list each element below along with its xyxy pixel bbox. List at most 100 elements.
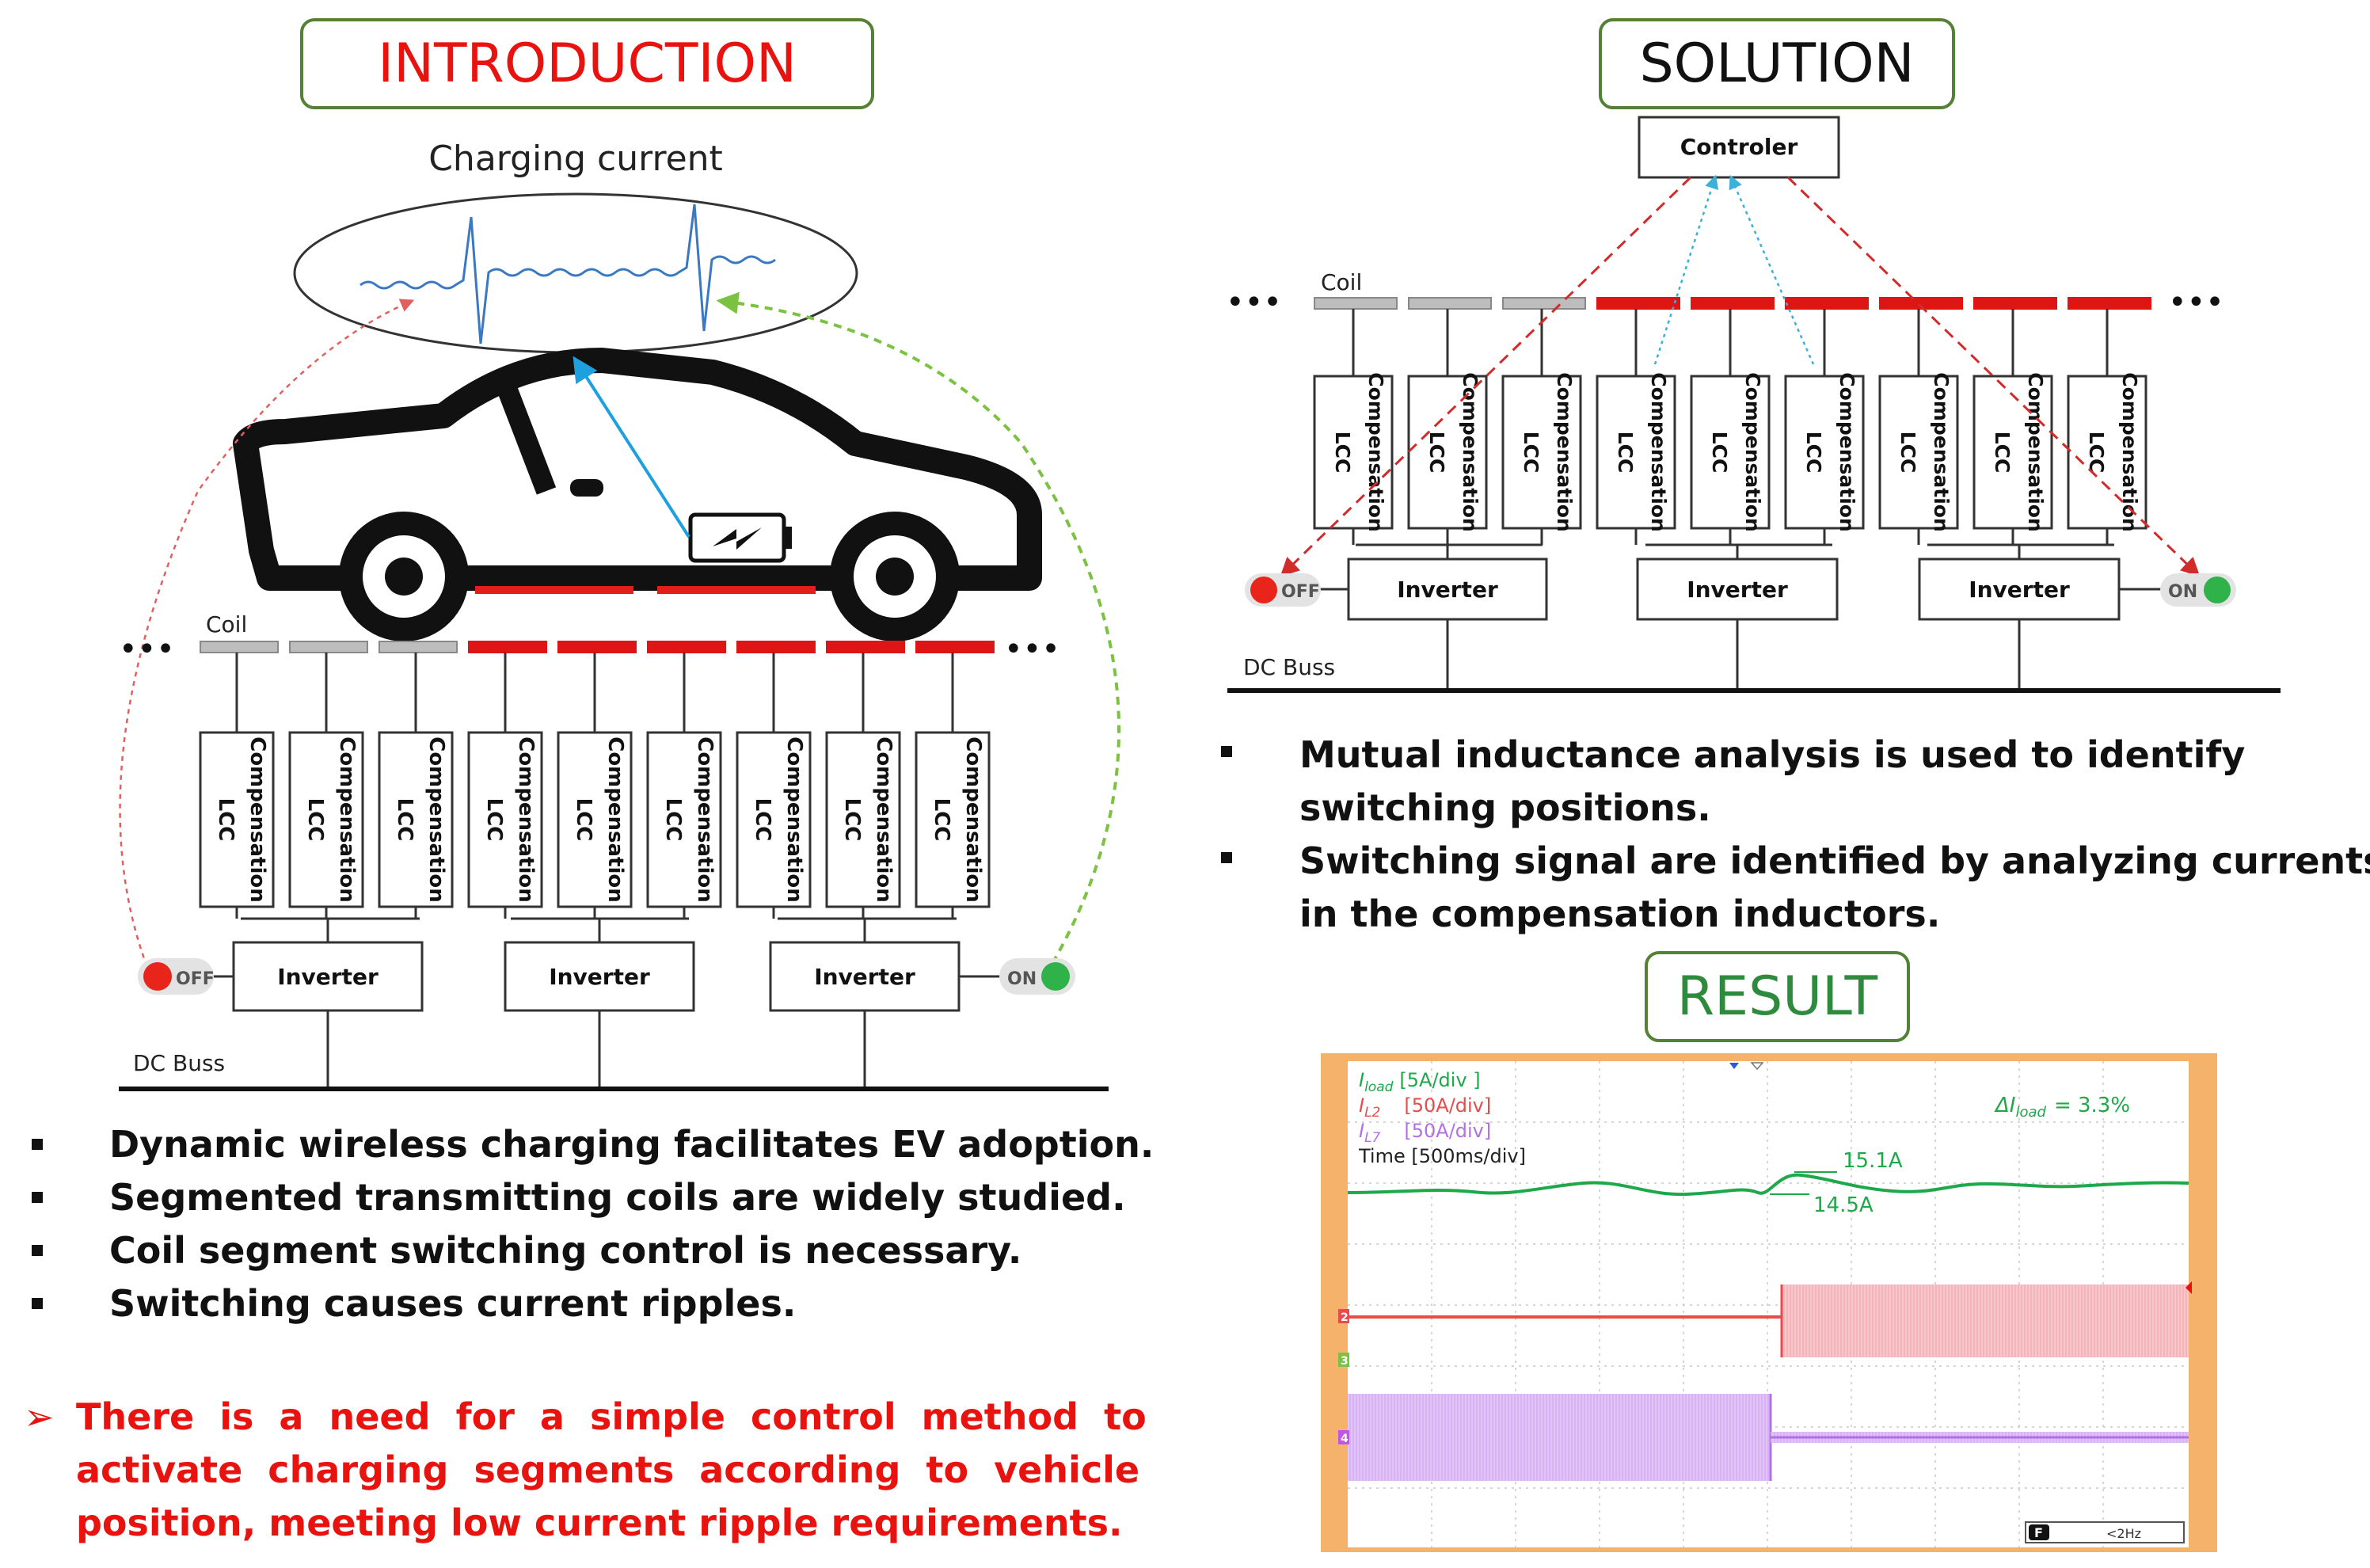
note-line-3: position, meeting low current ripple req… (76, 1501, 1123, 1544)
svg-text:Compensation: Compensation (1553, 372, 1576, 531)
svg-text:Iload[5A/div ]: Iload[5A/div ] (1359, 1069, 1481, 1095)
intro-ellipsis-left: ••• (119, 631, 175, 668)
note-line-1: There is a need for a simple control met… (76, 1395, 1147, 1438)
svg-text:LCC: LCC (1991, 432, 2014, 474)
svg-text:LCC: LCC (1520, 432, 1543, 474)
sol-coil-segment-active (1596, 297, 1680, 310)
coil-segment-active (736, 641, 816, 653)
lcc-compensation-label: Compensation LCC (930, 736, 985, 903)
lcc-compensation-box (557, 731, 633, 908)
sol-lcc-compensation-label: Compensation LCC (1896, 372, 1953, 531)
svg-text:Compensation: Compensation (424, 736, 448, 903)
svg-text:LCC: LCC (1802, 432, 1825, 474)
svg-text:Compensation: Compensation (1647, 372, 1670, 531)
scope-ch2-right-marker (2185, 1281, 2192, 1294)
sol-lcc-compensation-label: Compensation LCC (1614, 372, 1670, 531)
battery-icon (688, 512, 792, 563)
scope-channel-markers: 2 3 4 (1338, 1309, 1349, 1445)
svg-text:LCC: LCC (303, 798, 327, 842)
sol-ellipsis-left: ••• (1226, 284, 1282, 321)
sol-coil-segment-active (1879, 297, 1963, 310)
svg-text:Compensation: Compensation (1459, 372, 1482, 531)
car-to-current-arrow (573, 356, 690, 539)
intro-diagram: Charging current ••• ••• Coil Compensati… (119, 139, 1121, 1091)
sol-lcc-compensation-label: Compensation LCC (1802, 372, 1858, 531)
svg-text:Controler: Controler (1680, 134, 1798, 160)
svg-text:Compensation: Compensation (603, 736, 627, 903)
solution-title: SOLUTION (1639, 32, 1915, 95)
svg-text:LCC: LCC (840, 798, 864, 842)
sol-coil-segment-active (2068, 297, 2151, 310)
sol-coil-segment-inactive (1502, 297, 1586, 310)
svg-text:Compensation: Compensation (245, 736, 269, 903)
coil-segment-inactive (200, 641, 279, 653)
svg-text:Compensation: Compensation (872, 736, 896, 903)
sol-coil-segment-inactive (1408, 297, 1492, 310)
sol-lcc-compensation-box (1690, 375, 1771, 530)
lcc-compensation-box (915, 731, 991, 908)
svg-text:Compensation: Compensation (514, 736, 538, 903)
svg-text:ON: ON (1007, 969, 1037, 989)
svg-text:IL7[50A/div]: IL7[50A/div] (1359, 1120, 1491, 1146)
on-to-current-arrow (716, 291, 1121, 977)
sol-lcc-compensation-box (1878, 375, 1959, 530)
svg-text:Inverter: Inverter (814, 964, 915, 990)
sol-coil-row (1314, 297, 2151, 310)
oscilloscope-result: Iload[5A/div ] IL2[50A/div] IL7[50A/div]… (1321, 1053, 2217, 1552)
coil-segment-active (915, 641, 995, 653)
intro-inverter-2: Inverter (504, 941, 695, 1012)
scope-value-high: 15.1A (1843, 1149, 1903, 1173)
svg-text:3: 3 (1341, 1355, 1349, 1368)
svg-text:Inverter: Inverter (1969, 577, 2070, 603)
scope-trigger-marker-outline (1750, 1062, 1764, 1071)
intro-inverter-3: Inverter (769, 941, 961, 1012)
svg-text:Compensation: Compensation (1741, 372, 1764, 531)
svg-text:Inverter: Inverter (277, 964, 379, 990)
coil-segment-active (468, 641, 547, 653)
sol-lcc-compensation-label: Compensation LCC (1991, 372, 2047, 531)
svg-text:Compensation: Compensation (1836, 372, 1858, 531)
svg-text:LCC: LCC (1331, 432, 1354, 474)
scope-il7-trace-on (1348, 1394, 1771, 1481)
svg-text:Compensation: Compensation (1930, 372, 1953, 531)
sol-inverter-connectors (1318, 543, 2162, 691)
scope-iload-trace (1347, 1173, 2189, 1197)
sol-inverter-2: Inverter (1636, 558, 1839, 621)
svg-text:LCC: LCC (930, 798, 953, 842)
coil-segment-active (557, 641, 637, 653)
svg-text:LCC: LCC (1896, 432, 1919, 474)
svg-text:2: 2 (1341, 1311, 1349, 1324)
svg-text:Compensation: Compensation (2024, 372, 2047, 531)
scope-legend: Iload[5A/div ] IL2[50A/div] IL7[50A/div]… (1358, 1069, 1526, 1167)
result-header: RESULT (1645, 951, 1910, 1042)
svg-text:Compensation: Compensation (335, 736, 359, 903)
lcc-compensation-box (736, 731, 812, 908)
svg-text:LCC: LCC (1614, 432, 1637, 474)
introduction-header: INTRODUCTION (300, 18, 874, 109)
svg-text:Compensation: Compensation (782, 736, 806, 903)
intro-dc-bus-label: DC Buss (133, 1050, 225, 1076)
svg-text:Time [500ms/div]: Time [500ms/div] (1358, 1145, 1526, 1167)
svg-text:F: F (2034, 1525, 2043, 1540)
scope-il2-trace-on (1782, 1284, 2189, 1357)
introduction-title: INTRODUCTION (378, 32, 797, 95)
svg-text:Inverter: Inverter (1397, 577, 1498, 603)
sol-inverter-3: Inverter (1918, 558, 2121, 621)
sol-inverter-1: Inverter (1347, 558, 1548, 621)
svg-text:OFF: OFF (1281, 582, 1320, 602)
car-icon (233, 348, 1042, 641)
intro-inverter-connectors (182, 917, 1014, 1089)
coil-segment-inactive (289, 641, 368, 653)
scope-delta-label: ΔIload= 3.3% (1994, 1094, 2130, 1121)
charging-current-ellipse (293, 192, 858, 354)
svg-text:Compensation: Compensation (961, 736, 985, 903)
result-title: RESULT (1676, 965, 1878, 1028)
solution-header: SOLUTION (1599, 18, 1955, 109)
